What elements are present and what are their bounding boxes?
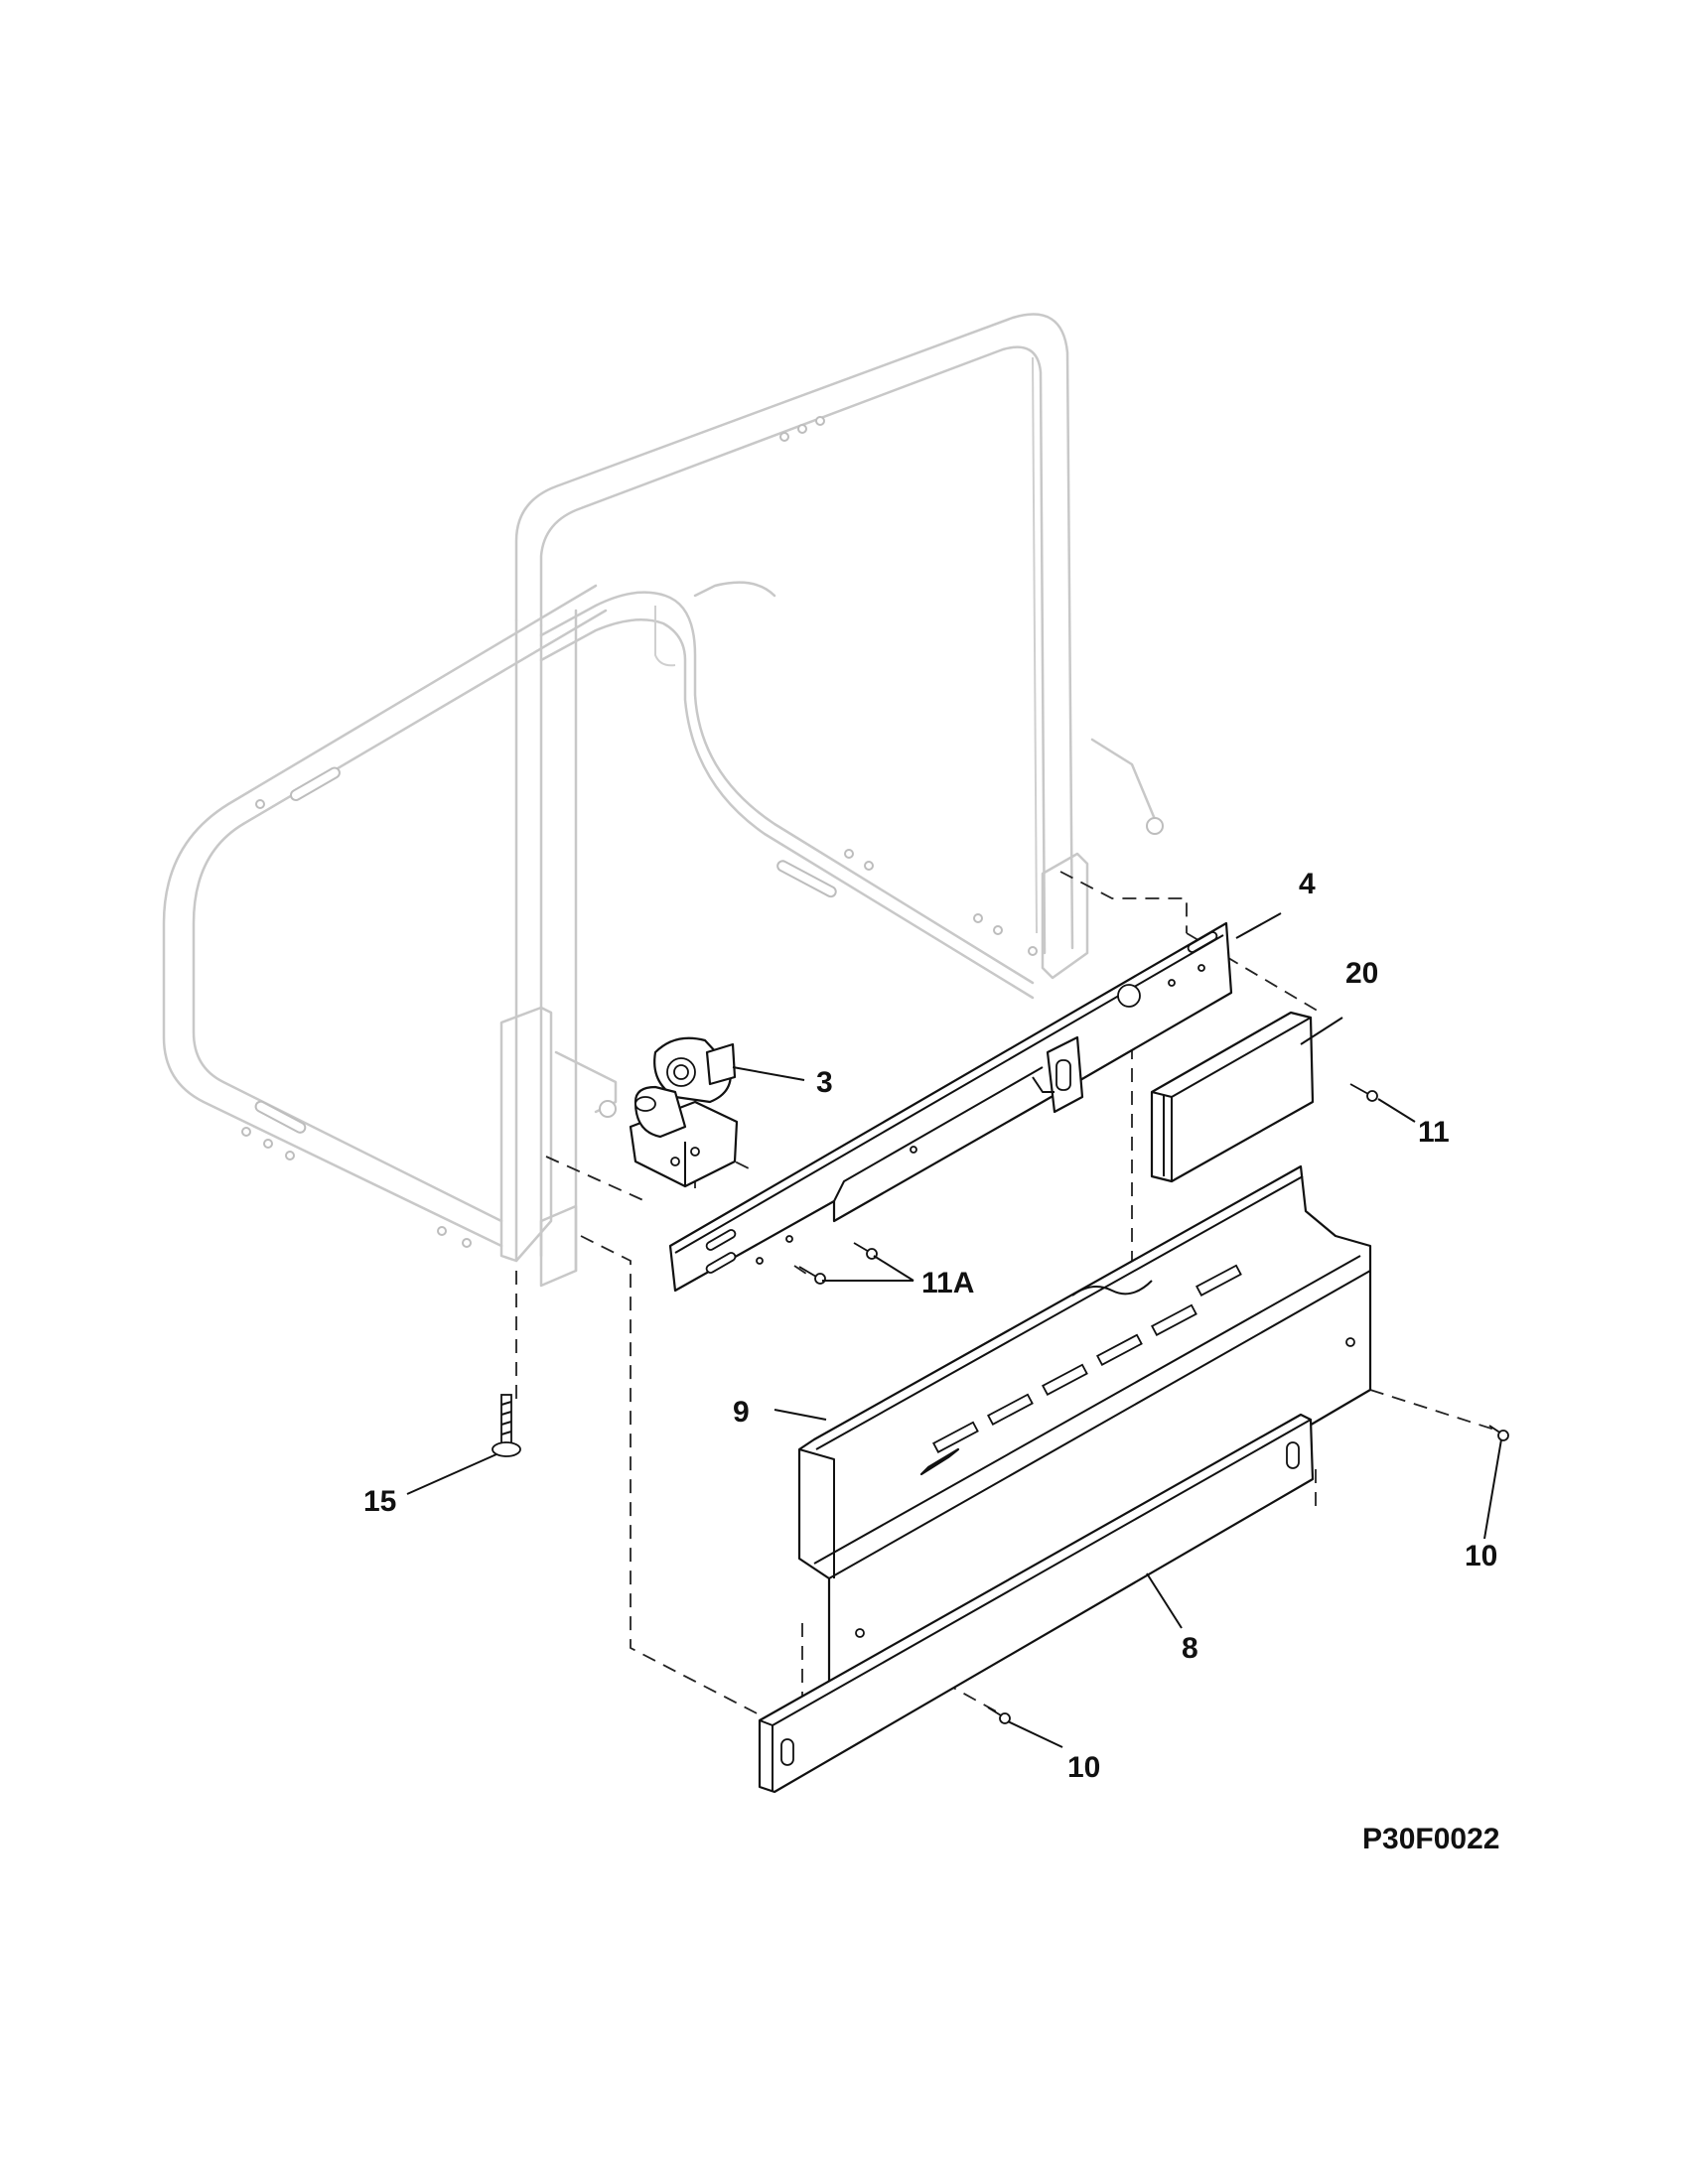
part-4-mounting-rail: [668, 921, 1233, 1293]
callout-9: 9: [733, 1396, 750, 1429]
callout-20: 20: [1345, 957, 1378, 990]
part-11-screw: [1349, 1083, 1378, 1102]
part-9-lower-panel: [797, 1164, 1372, 1709]
callout-11: 11: [1418, 1116, 1450, 1149]
callout-labels: 4 20 3 11 11A 9 15 10 8 10: [363, 868, 1497, 1784]
callout-4: 4: [1299, 868, 1316, 900]
part-10-screw-right: [1488, 1425, 1509, 1441]
callout-10-right: 10: [1465, 1540, 1497, 1572]
callout-8: 8: [1182, 1632, 1198, 1665]
part-11a-screws: [798, 1242, 878, 1285]
part-10-screw-bottom: [987, 1706, 1011, 1724]
part-8-toe-plate: [758, 1413, 1315, 1794]
part-20-cover-channel: [1150, 1011, 1315, 1183]
part-3-inlet-valve: [629, 1036, 739, 1188]
part-15-leveling-leg: [492, 1394, 521, 1457]
figure-code: P30F0022: [1362, 1823, 1499, 1855]
callout-3: 3: [816, 1066, 833, 1099]
callout-10-bottom: 10: [1067, 1751, 1100, 1784]
callout-11a: 11A: [921, 1267, 974, 1299]
callout-15: 15: [363, 1485, 396, 1518]
tub-frame: [162, 313, 1164, 1288]
leader-lines: [406, 912, 1502, 1748]
